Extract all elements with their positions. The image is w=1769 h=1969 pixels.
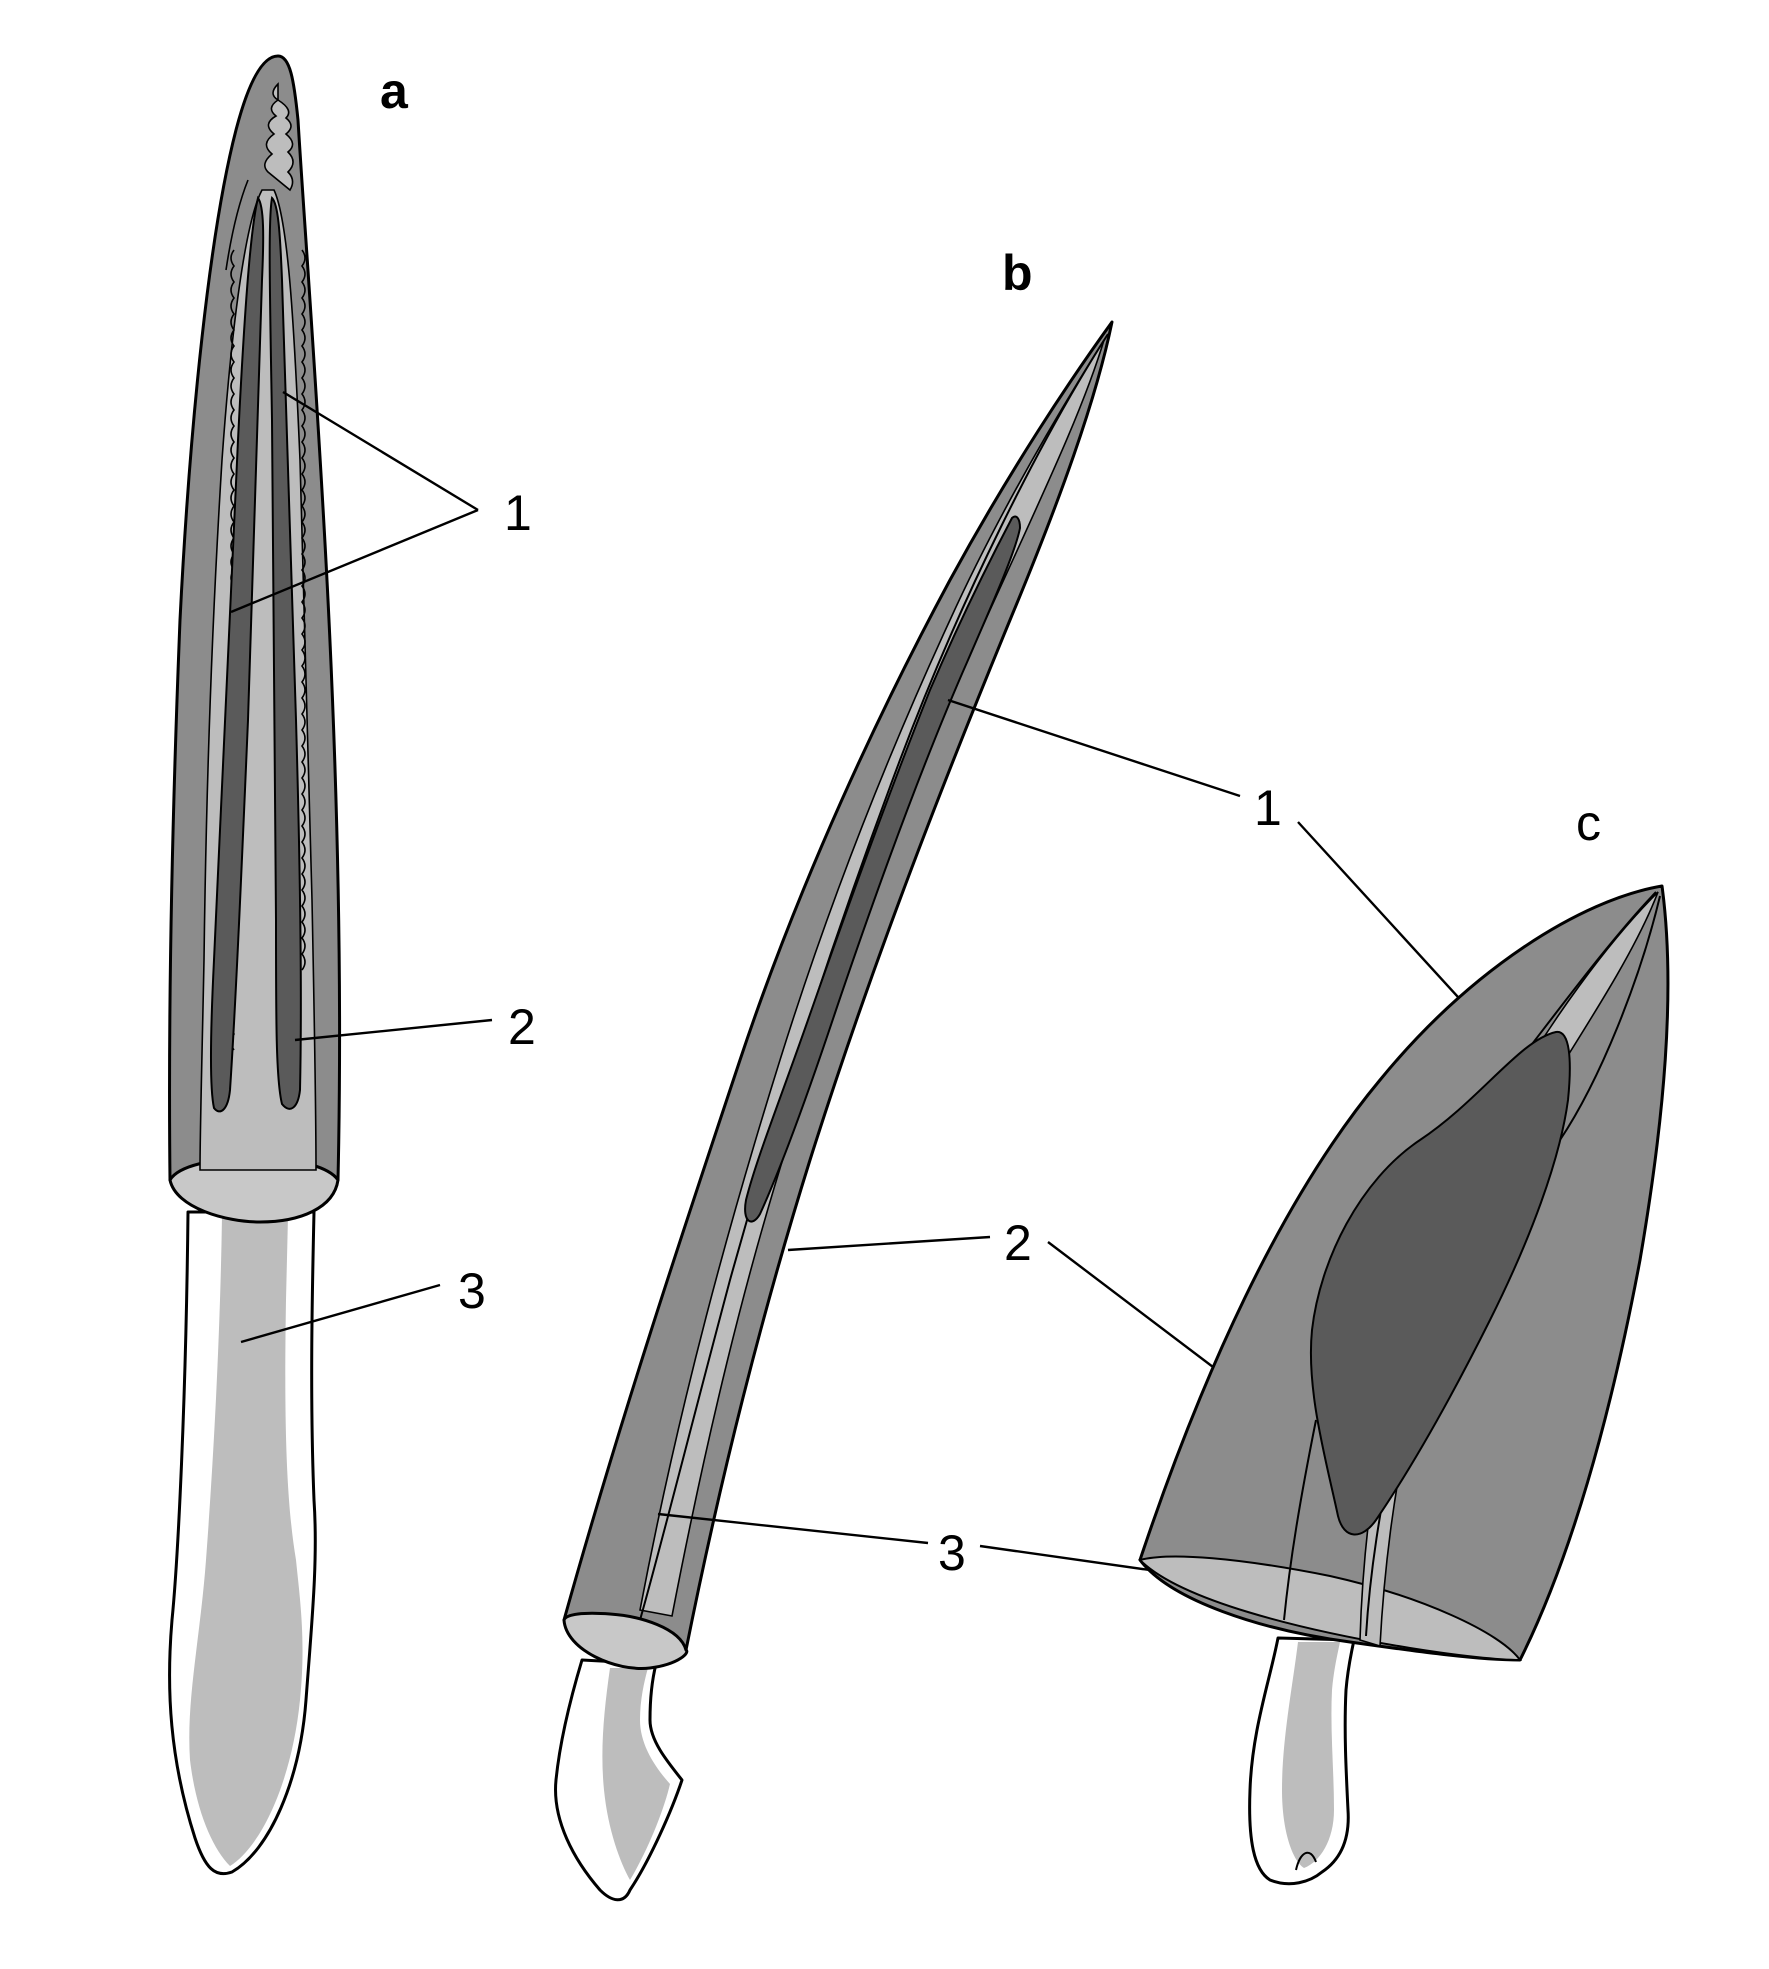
panel-a-callout-1: 1 [504, 485, 532, 541]
panel-c-spine [1138, 884, 1670, 1886]
panel-b-callout-1: 1 [1254, 780, 1282, 836]
panel-a-spine [167, 54, 342, 1875]
panel-a-leaders [230, 390, 493, 1344]
panel-a-core-right [268, 195, 302, 1110]
panel-a-tip-texture [264, 82, 294, 192]
panel-b-stalk-shade [602, 1668, 670, 1880]
panel-c-stalk-shade [1282, 1642, 1340, 1868]
panel-b-letter: b [1002, 245, 1033, 301]
panel-b-callout-3: 3 [938, 1525, 966, 1581]
panel-a-stalk-highlight [189, 1220, 210, 1582]
panel-b-core [744, 515, 1022, 1223]
panel-c-base-cap [1138, 1555, 1522, 1662]
panel-c-stalk-notch [1295, 1851, 1317, 1871]
panel-a-texture-right [301, 249, 306, 971]
panel-a-callout-3: 3 [458, 1263, 486, 1319]
panel-c-letter: c [1576, 795, 1601, 851]
panel-c-inner-edge-right [1559, 895, 1661, 1141]
panel-a-core-left [210, 195, 265, 1113]
panel-b-base-cap [562, 1611, 689, 1670]
panel-a-stalk-shade [189, 1216, 303, 1866]
panel-c-core [1309, 1030, 1571, 1536]
panel-a-callout-2: 2 [508, 999, 536, 1055]
panel-c-lower-line-left [1283, 1419, 1317, 1621]
panel-b-callout-2: 2 [1004, 1215, 1032, 1271]
panel-a-letter: a [380, 63, 409, 119]
panel-b-spine [554, 320, 1114, 1902]
